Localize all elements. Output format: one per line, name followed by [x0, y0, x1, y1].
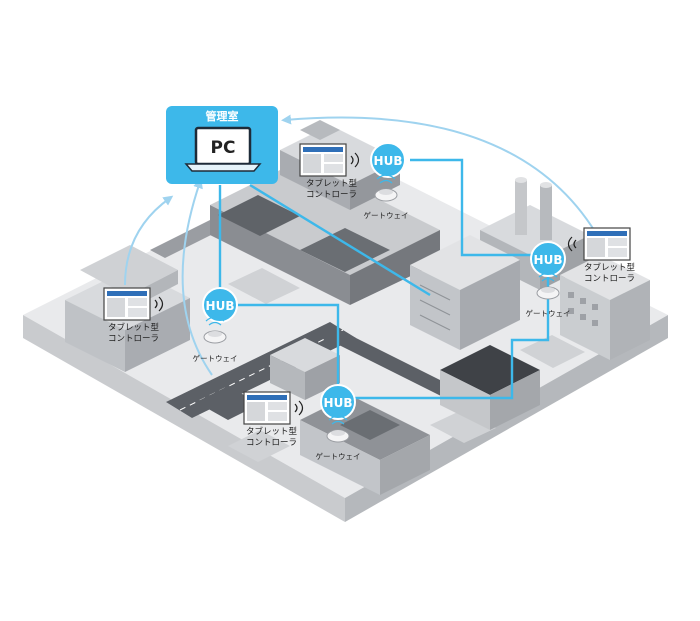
signal-icon: [328, 415, 348, 425]
hub-left-label: HUB: [206, 299, 235, 313]
tablet-right-line1: タブレット型: [584, 262, 636, 273]
tablet-left: タブレット型 コントローラ: [103, 287, 164, 344]
tablet-bottom-line2: コントローラ: [246, 438, 297, 448]
tablet-bottom-line1: タブレット型: [246, 426, 298, 437]
signal-icon: [538, 272, 558, 282]
control-room-title: 管理室: [206, 109, 239, 123]
gateway-left: ゲートウェイ: [193, 316, 238, 363]
hub-left: HUB: [202, 287, 238, 323]
building-bottom-left: [270, 338, 340, 400]
tablet-left-line1: タブレット型: [108, 322, 160, 333]
building-dark-roof: [440, 345, 540, 430]
wifi-icon: [154, 296, 164, 312]
hub-connections: [218, 158, 550, 400]
tablet-top-line2: コントローラ: [306, 190, 357, 200]
gateway-bottom-label: ゲートウェイ: [316, 452, 361, 461]
building-main-factory: [210, 120, 440, 305]
tablet-right-line2: コントローラ: [584, 274, 635, 284]
gateway-right-label: ゲートウェイ: [526, 309, 571, 318]
gateway-bottom: ゲートウェイ: [316, 415, 361, 461]
tablet-right: タブレット型 コントローラ: [567, 227, 636, 284]
gateway-right: ゲートウェイ: [526, 272, 571, 318]
hub-bottom: HUB: [320, 384, 356, 420]
control-room: 管理室 PC: [166, 106, 278, 184]
tablet-left-line2: コントローラ: [108, 334, 159, 344]
gateway-top: ゲートウェイ: [364, 174, 409, 220]
pc-label: PC: [211, 138, 236, 158]
tablet-top-line1: タブレット型: [306, 178, 358, 189]
gateway-left-label: ゲートウェイ: [193, 354, 238, 363]
hub-bottom-label: HUB: [324, 396, 353, 410]
hub-top: HUB: [370, 142, 406, 178]
laptop-icon: [184, 126, 262, 172]
wireless-arcs: [124, 114, 601, 376]
tablet-top: タブレット型 コントローラ: [299, 143, 360, 200]
parking-lots: [228, 268, 585, 462]
hub-right-label: HUB: [534, 253, 563, 267]
wifi-icon: [350, 152, 360, 168]
hub-top-label: HUB: [374, 154, 403, 168]
wifi-icon: [294, 400, 304, 416]
building-center-office: [410, 235, 520, 350]
building-right-apartment: [560, 255, 650, 360]
tablet-bottom: タブレット型 コントローラ: [243, 391, 304, 448]
hub-right: HUB: [530, 241, 566, 277]
signal-icon: [376, 174, 396, 184]
signal-icon: [205, 316, 225, 326]
gateway-top-label: ゲートウェイ: [364, 211, 409, 220]
wifi-icon: [567, 236, 577, 252]
